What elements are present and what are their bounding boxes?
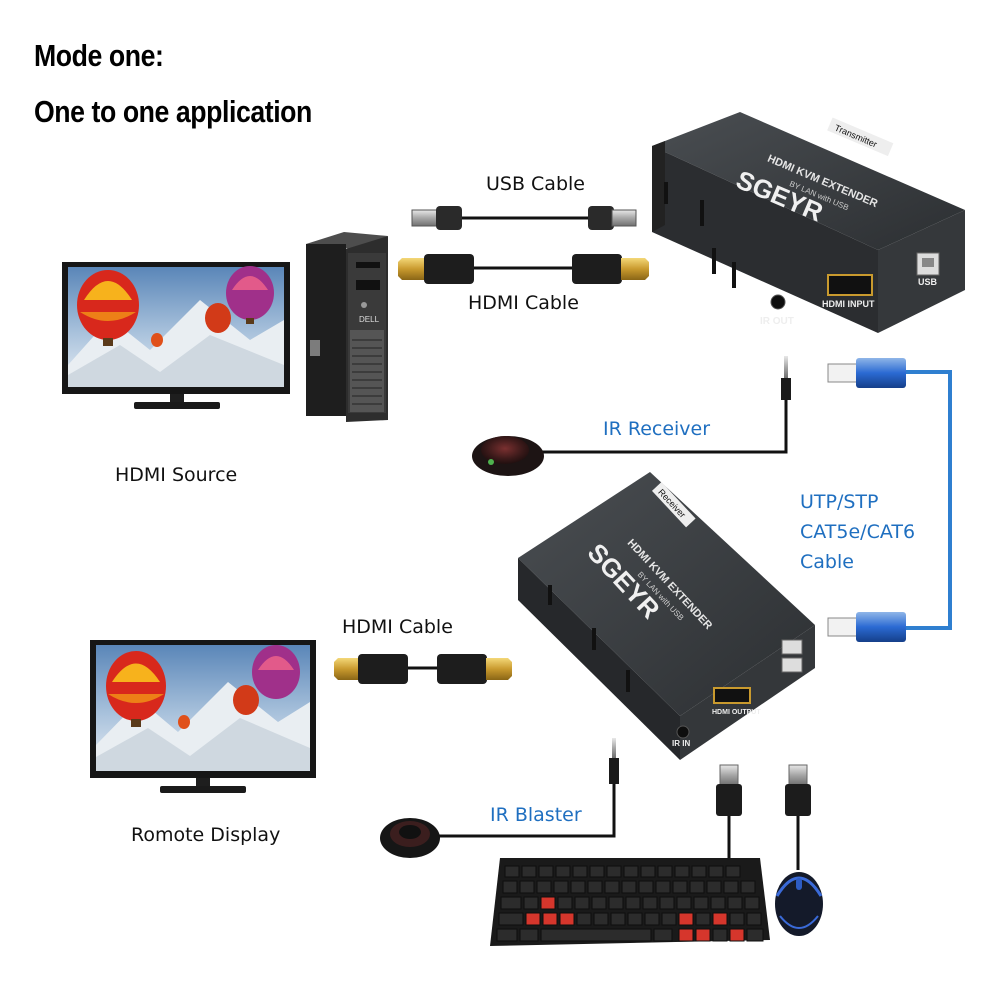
pc-brand-text: DELL — [359, 315, 380, 324]
transmitter-port-usb: USB — [918, 277, 938, 287]
ir-blaster-cable — [380, 738, 619, 858]
label-usb-cable: USB Cable — [486, 173, 585, 195]
hdmi-cable-top — [398, 254, 649, 284]
ir-receiver-cable — [472, 356, 791, 476]
label-network-cable-line3: Cable — [800, 551, 854, 573]
label-remote-display: Romote Display — [131, 824, 281, 846]
remote-monitor — [90, 640, 316, 793]
label-hdmi-cable-top: HDMI Cable — [468, 292, 579, 314]
heading-application: One to one application — [34, 94, 312, 129]
label-hdmi-cable-bottom: HDMI Cable — [342, 616, 453, 638]
receiver-port-ir: IR IN — [672, 739, 690, 748]
receiver-device: HDMI KVM EXTENDER BY LAN with USB SGEYR … — [518, 472, 815, 760]
usb-plugs — [716, 764, 811, 870]
label-ir-blaster: IR Blaster — [490, 804, 582, 826]
label-network-cable-line1: UTP/STP — [800, 491, 879, 513]
mouse — [775, 872, 823, 936]
transmitter-device: HDMI KVM EXTENDER BY LAN with USB SGEYR … — [652, 112, 965, 333]
transmitter-port-ir: IR OUT — [760, 316, 794, 327]
label-network-cable: UTP/STP CAT5e/CAT6 Cable — [800, 487, 915, 577]
usb-cable — [411, 206, 637, 230]
receiver-port-hdmi: HDMI OUTPUT — [712, 709, 761, 716]
hdmi-cable-bottom — [334, 654, 512, 684]
label-ir-receiver: IR Receiver — [603, 418, 711, 440]
cat-cable — [827, 358, 952, 642]
keyboard — [490, 858, 770, 946]
label-network-cable-line2: CAT5e/CAT6 — [800, 521, 916, 543]
pc-tower: DELL — [306, 232, 388, 422]
heading-mode: Mode one: — [34, 38, 164, 73]
transmitter-port-hdmi: HDMI INPUT — [822, 299, 875, 309]
label-hdmi-source: HDMI Source — [115, 464, 238, 486]
source-monitor — [62, 262, 290, 409]
